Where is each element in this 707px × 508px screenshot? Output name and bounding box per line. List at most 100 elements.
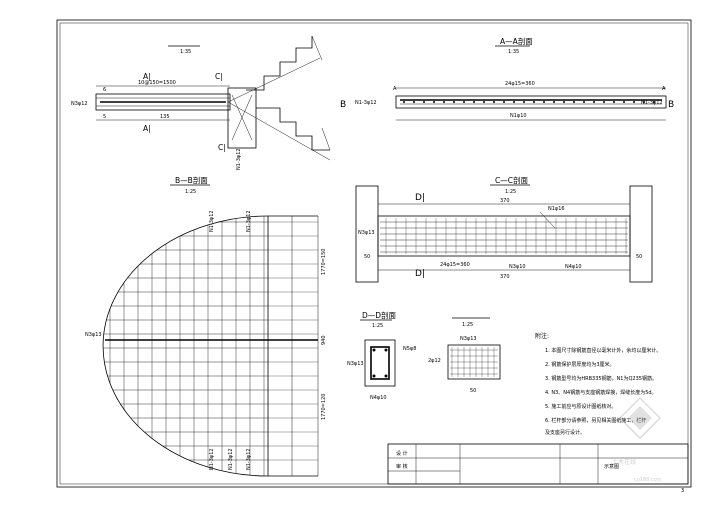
dd-label-right: N5φ8: [403, 346, 416, 352]
rebar-dot: [473, 101, 475, 103]
rebar-dot: [493, 101, 495, 103]
section-cc-title: C—C剖面: [495, 175, 528, 185]
note-1: 1. 本图尺寸除钢筋直径以毫米计外，余均以厘米计。: [545, 347, 661, 354]
dim-bottom: 135: [160, 114, 170, 120]
rebar-dot: [513, 101, 515, 103]
bb-top-label-1: N1-3φ12: [209, 210, 215, 232]
detail-outline: [447, 344, 501, 380]
aa-mark-b-right: B: [668, 100, 674, 110]
cc-d-top: D|: [415, 193, 425, 203]
rebar-dot: [613, 101, 615, 103]
rebar-dot: [463, 101, 465, 103]
cc-right-wall: [629, 185, 653, 283]
detail-dim-left: 2φ12: [428, 358, 441, 364]
rebar-dot: [593, 101, 595, 103]
bb-bottom-label-3: N1-3φ12: [246, 448, 252, 470]
cc-rebar-grid: [380, 218, 628, 254]
bb-right-dim-2: 1770=120: [321, 394, 327, 420]
cut-a-bottom: A|: [143, 124, 151, 133]
notes-block: 附注: 1. 本图尺寸除钢筋直径以毫米计外，余均以厘米计。 2. 钢筋保护层厚度…: [535, 332, 661, 436]
detail-scale: 1:25: [462, 322, 473, 328]
detail-dim-bottom: 50: [470, 388, 476, 394]
watermark-logo: 土木在线 co188.com: [612, 397, 662, 483]
rebar-dot: [413, 101, 415, 103]
drawing-border: [56, 19, 692, 488]
cc-label-bottom2: N4φ10: [565, 264, 582, 270]
aa-top-dim: 24φ15=360: [505, 81, 535, 87]
section-cc-scale: 1:25: [505, 189, 516, 195]
dd-label-bottom: N4φ10: [370, 395, 387, 401]
cut-a-top: A|: [143, 72, 151, 81]
cc-label-bottom1: N3φ10: [509, 264, 526, 270]
aa-slab: [395, 95, 667, 109]
cut-c-bottom: C|: [218, 143, 226, 152]
left-note: N3φ12: [71, 101, 88, 107]
bb-right-dim-1: 1770=150: [321, 249, 327, 275]
aa-label-right: N1-3φ12: [641, 100, 663, 106]
note-4: 4. N3、N4钢筋与支座钢筋焊接，焊缝长度为5d。: [545, 389, 657, 396]
title-block: 设 计 审 核 示意图 3: [387, 443, 689, 494]
rebar-dot: [583, 101, 585, 103]
cc-beam: [377, 215, 631, 257]
bb-rebar-grid: [103, 216, 268, 476]
notes-heading: 附注:: [535, 332, 549, 340]
top-left-scale: 1:35: [180, 49, 191, 55]
note-5: 5. 施工前应与原设计图纸核对。: [545, 403, 616, 410]
dd-label-left: N3φ13: [347, 361, 364, 367]
aa-bottom-note: N1φ10: [510, 113, 527, 119]
rebar-dot: [523, 101, 525, 103]
dd-stirrup: [370, 346, 390, 380]
rebar-dot: [503, 101, 505, 103]
rebar-dot: [543, 101, 545, 103]
watermark-text: 土木在线: [612, 458, 636, 466]
cc-label-left: N3φ13: [358, 230, 375, 236]
cc-d-bottom: D|: [415, 269, 425, 279]
rebar-dot: [623, 101, 625, 103]
rebar-dot: [433, 101, 435, 103]
section-dd-scale: 1:25: [372, 323, 383, 329]
rebar-dot: [563, 101, 565, 103]
cc-dim-top2: 370: [500, 274, 510, 280]
rebar-dot: [653, 101, 655, 103]
cut-c-top: C|: [215, 72, 223, 81]
inner-border: [59, 22, 689, 485]
rebar-dot: [453, 101, 455, 103]
aa-mark-a-left: A: [393, 86, 397, 92]
top-left-view: 1:35 10@150=1500 135 N3φ12 6 5 A| A| C| …: [71, 35, 331, 170]
slab-outline: [95, 93, 231, 111]
mark-6: 6: [103, 87, 106, 93]
page-number: 3: [681, 488, 684, 494]
section-dd-title: D—D剖面: [362, 310, 397, 320]
aa-mark-a-right: A: [662, 86, 666, 92]
section-aa-title: A—A剖面: [500, 36, 533, 46]
bb-rebar-grid-right: [268, 221, 318, 461]
checker-label: 审 核: [396, 463, 408, 470]
section-bb: B—B剖面 1:25 N3φ13 1770=150 1770=120 940 N…: [85, 175, 327, 477]
dd-outline: [364, 339, 396, 387]
note-6: 6. 栏杆部分请参照，另见相关图纸施工，栏杆: [545, 417, 646, 424]
stair-lower: [256, 107, 330, 151]
section-bb-title: B—B剖面: [175, 175, 208, 185]
bb-bottom-label-1: N1-3φ12: [209, 448, 215, 470]
cc-bottom-dim: 24φ15=360: [440, 262, 470, 268]
drawing-title: 示意图: [604, 463, 619, 470]
mark-5: 5: [103, 114, 106, 120]
aa-mark-b-left: B: [340, 100, 346, 110]
rebar-dot: [643, 101, 645, 103]
aa-bar-dots: [403, 101, 655, 103]
section-aa: A—A剖面 1:35 24φ15=360 N1φ10 B B N1-3φ12 N…: [340, 36, 674, 121]
cc-label-top: N1φ16: [548, 206, 565, 212]
bar-note: 10@150=1500: [138, 80, 176, 86]
rebar-dot: [423, 101, 425, 103]
note-7: 及支座另行设计。: [545, 429, 585, 436]
bb-left-label: N3φ13: [85, 332, 102, 338]
section-dd: D—D剖面 1:25 N3φ13 N4φ10 N5φ8: [347, 310, 416, 401]
section-aa-scale: 1:35: [508, 49, 519, 55]
bb-bottom-label-2: N1-3φ12: [228, 448, 234, 470]
note-3: 3. 钢筋型号均为HRB335钢筋，N1为Q235钢筋。: [545, 375, 657, 382]
rebar-dot: [483, 101, 485, 103]
detail-rebar-grid: [450, 347, 498, 377]
bb-right-dim-3: 940: [321, 335, 327, 345]
rebar-dot: [573, 101, 575, 103]
